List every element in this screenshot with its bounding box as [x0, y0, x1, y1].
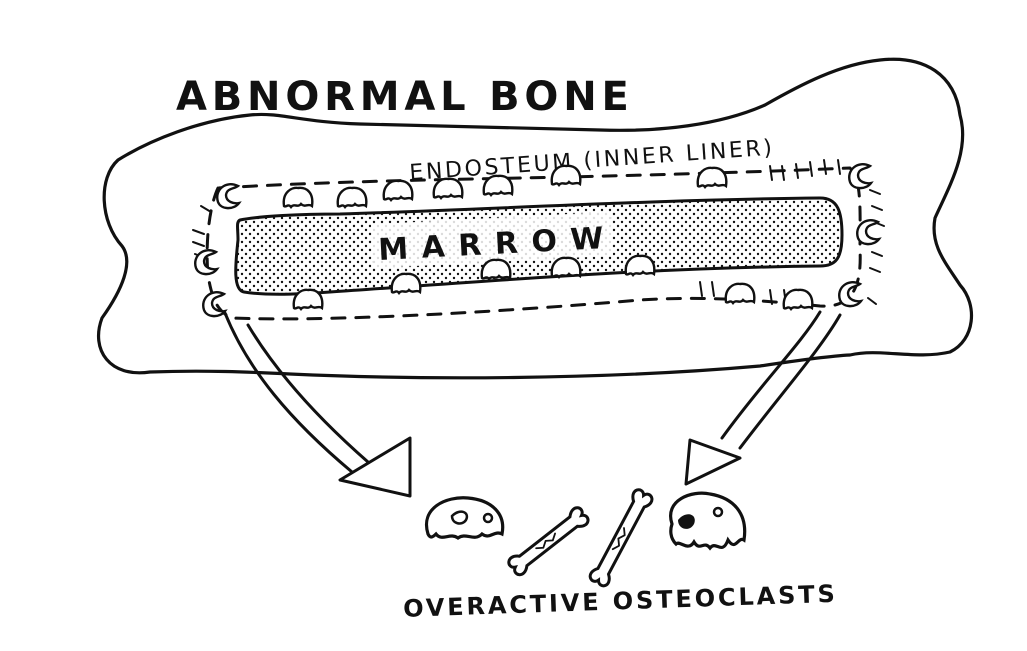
arrow-left	[223, 311, 412, 498]
arrow-right	[684, 310, 842, 486]
marrow-label-backdrop	[371, 211, 613, 269]
overactive-osteoclasts	[424, 488, 747, 588]
endosteum-lining	[205, 166, 862, 321]
bone-fragment-left	[507, 506, 590, 577]
bone-outline	[96, 57, 974, 380]
bone-fragment-right	[588, 488, 654, 588]
caption-label: OVERACTIVE OSTEOCLASTS	[403, 580, 838, 623]
title-label: ABNORMAL BONE	[176, 74, 634, 120]
